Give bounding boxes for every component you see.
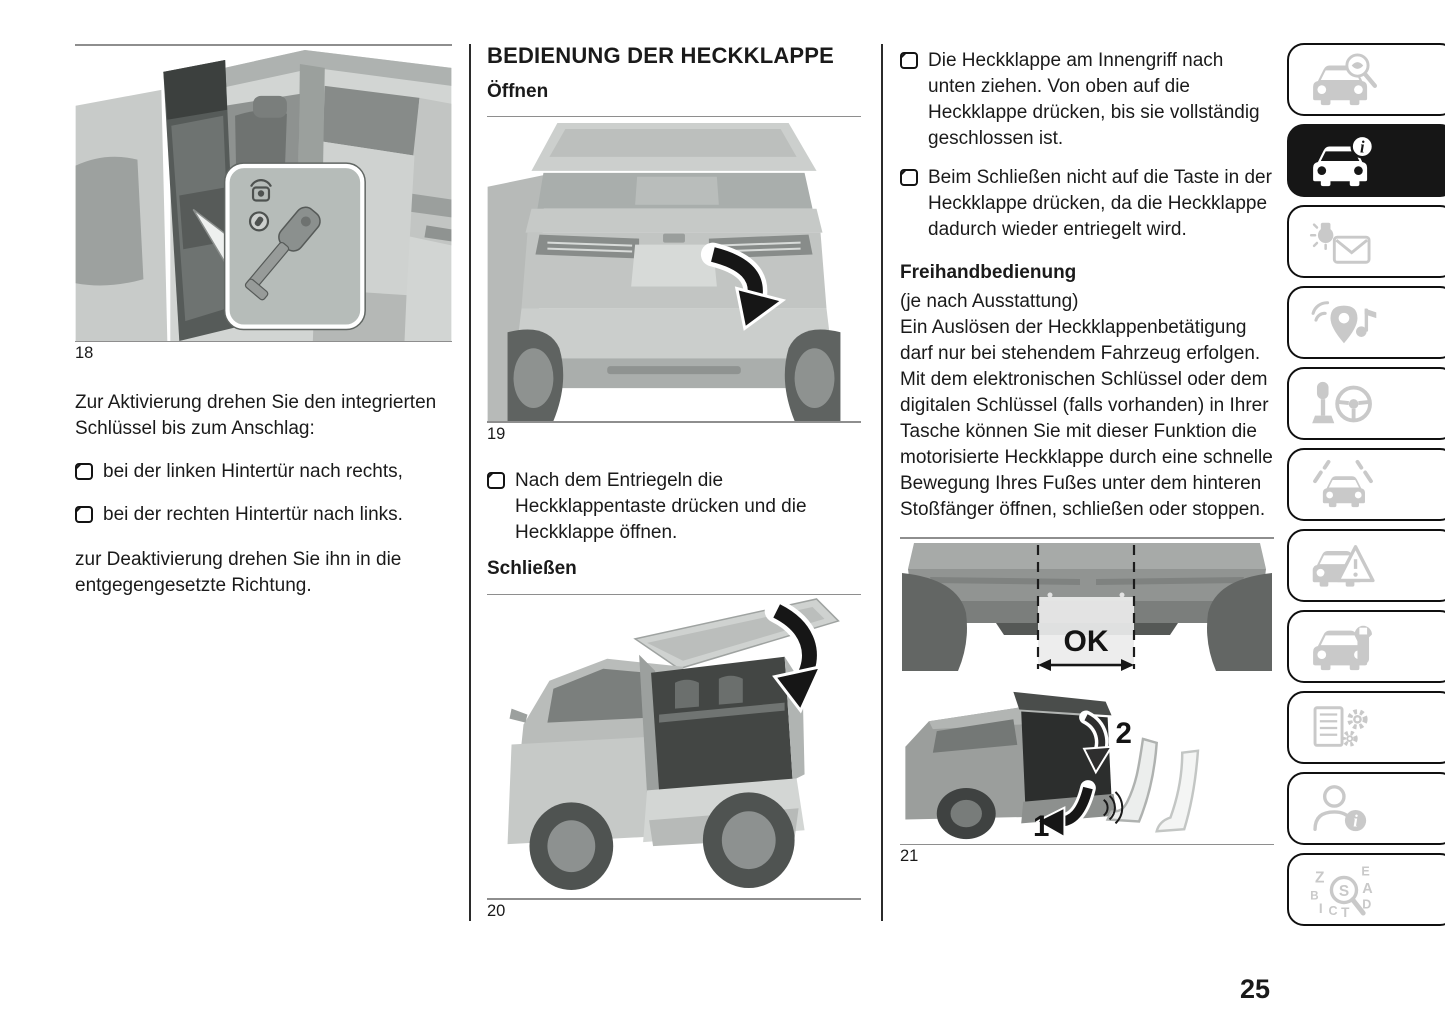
handsfree-heading: Freihandbedienung xyxy=(900,262,1077,284)
svg-text:i: i xyxy=(1360,137,1365,156)
middle-column: BEDIENUNG DER HECKKLAPPE Öffnen xyxy=(487,43,861,921)
emergency-icon xyxy=(1312,544,1375,587)
svg-text:B: B xyxy=(1310,890,1318,902)
figure21-caption: 21 xyxy=(900,847,919,866)
chapter-sidebar: i xyxy=(1287,43,1445,926)
figure18-caption: 18 xyxy=(75,344,94,362)
handsfree-text: Ein Auslösen der Heckklappenbetätigung d… xyxy=(900,316,1273,521)
sidebar-tab-servicing[interactable] xyxy=(1287,610,1445,683)
figure20-bottom-rule xyxy=(487,898,861,900)
list-item: bei der rechten Hintertür nach links. xyxy=(75,502,452,528)
left-column: 18 Zur Aktivierung drehen Sie den integr… xyxy=(75,44,452,599)
bullet-text: bei der rechten Hintertür nach links. xyxy=(103,504,403,526)
section-title: BEDIENUNG DER HECKKLAPPE xyxy=(487,43,835,68)
open-heading: Öffnen xyxy=(487,81,549,103)
sensor-waves-icon xyxy=(1103,790,1124,824)
figure20-caption: 20 xyxy=(487,901,506,920)
checkbox-bullet-icon xyxy=(487,471,505,489)
svg-text:C: C xyxy=(1329,904,1338,917)
driver-assistance-icon xyxy=(1313,459,1373,507)
checkbox-bullet-icon xyxy=(75,506,93,524)
technical-data-icon xyxy=(1313,705,1368,747)
right-column: Die Heckklappe am Innengriff nach unten … xyxy=(900,44,1274,866)
figure19-top-rule xyxy=(487,115,861,118)
list-item: Beim Schließen nicht auf die Taste in de… xyxy=(900,165,1274,243)
sidebar-tab-quick-guide[interactable] xyxy=(1287,43,1445,116)
svg-text:T: T xyxy=(1341,905,1350,917)
servicing-maintenance-icon xyxy=(1313,625,1372,670)
figure21-bottom-rule xyxy=(900,843,1274,846)
step1-label: 1 xyxy=(1033,810,1049,843)
svg-text:i: i xyxy=(1353,811,1358,830)
figure18-top-rule xyxy=(75,44,452,46)
svg-text:D: D xyxy=(1362,897,1371,911)
bullet-text: bei der linken Hintertür nach rechts, xyxy=(103,461,403,483)
getting-to-know-vehicle-car-info-icon: i xyxy=(1313,134,1375,186)
svg-text:A: A xyxy=(1362,880,1373,896)
close-direction-arrow xyxy=(764,599,824,714)
checkbox-bullet-icon xyxy=(900,169,918,187)
bullet-text: Beim Schließen nicht auf die Taste in de… xyxy=(928,167,1272,241)
deactivation-text: zur Deaktivierung drehen Sie ihn in die … xyxy=(75,549,402,597)
svg-text:E: E xyxy=(1361,864,1369,878)
kick-motion-arrow xyxy=(1034,779,1096,839)
activation-intro-text: Zur Aktivierung drehen Sie den integrier… xyxy=(75,392,437,440)
sidebar-tab-warning-lights[interactable] xyxy=(1287,205,1445,278)
sidebar-tab-driver-assistance[interactable] xyxy=(1287,448,1445,521)
svg-text:Z: Z xyxy=(1315,869,1324,886)
sidebar-tab-index[interactable]: Z E B A I C T D S xyxy=(1287,853,1445,926)
customer-service-icon: i xyxy=(1313,784,1367,831)
step2-label: 2 xyxy=(1115,716,1131,749)
list-item: bei der linken Hintertür nach rechts, xyxy=(75,459,452,485)
sidebar-tab-getting-to-know-vehicle[interactable]: i xyxy=(1287,124,1445,197)
child-lock-icon xyxy=(250,178,272,202)
open-direction-arrow xyxy=(700,243,787,332)
list-item: Die Heckklappe am Innengriff nach unten … xyxy=(900,48,1274,152)
sidebar-tab-technical-data[interactable] xyxy=(1287,691,1445,764)
figure20-tailgate-close-illustration xyxy=(487,595,861,899)
sidebar-tab-emergency[interactable] xyxy=(1287,529,1445,602)
list-item: Nach dem Entriegeln die Heckklappentaste… xyxy=(487,468,861,546)
alphabetical-index-icon: Z E B A I C T D S xyxy=(1310,864,1373,917)
zone-width-arrow xyxy=(1038,658,1134,671)
bullet-text: Nach dem Entriegeln die Heckklappentaste… xyxy=(515,469,807,544)
column-divider xyxy=(469,44,471,921)
figure18-bottom-rule xyxy=(75,340,452,342)
tailgate-motion-arrow xyxy=(1079,710,1114,774)
column-divider xyxy=(881,44,883,921)
ok-zone-label: OK xyxy=(1064,625,1109,658)
sidebar-tab-multimedia[interactable] xyxy=(1287,286,1445,359)
bullet-text: Die Heckklappe am Innengriff nach unten … xyxy=(928,50,1260,150)
figure21-bumper-kick-zone-illustration: OK xyxy=(900,538,1274,682)
quick-guide-car-search-icon xyxy=(1313,52,1377,105)
figure21-top-rule xyxy=(900,537,1274,539)
figure19-bottom-rule xyxy=(487,421,861,423)
figure19-caption: 19 xyxy=(487,424,506,443)
checkbox-bullet-icon xyxy=(75,463,93,481)
svg-text:S: S xyxy=(1339,882,1349,899)
sidebar-tab-starting-driving[interactable] xyxy=(1287,367,1445,440)
figure18-rear-door-key-illustration xyxy=(75,45,452,341)
figure21-foot-kick-illustration: 1 2 xyxy=(903,681,1271,844)
leg-outline xyxy=(1105,736,1200,833)
close-heading: Schließen xyxy=(487,558,577,580)
sidebar-tab-customer-service[interactable]: i xyxy=(1287,772,1445,845)
warning-lights-messages-icon xyxy=(1309,222,1371,264)
svg-text:I: I xyxy=(1319,901,1323,916)
checkbox-bullet-icon xyxy=(900,52,918,69)
figure20-top-rule xyxy=(487,593,861,596)
starting-driving-icon xyxy=(1312,381,1372,423)
multimedia-navigation-icon xyxy=(1311,300,1377,343)
handsfree-note: (je nach Ausstattung) xyxy=(900,290,1079,312)
emergency-key-illustration xyxy=(244,206,321,300)
figure19-tailgate-open-illustration xyxy=(487,117,861,422)
page-number: 25 xyxy=(1240,974,1271,1004)
